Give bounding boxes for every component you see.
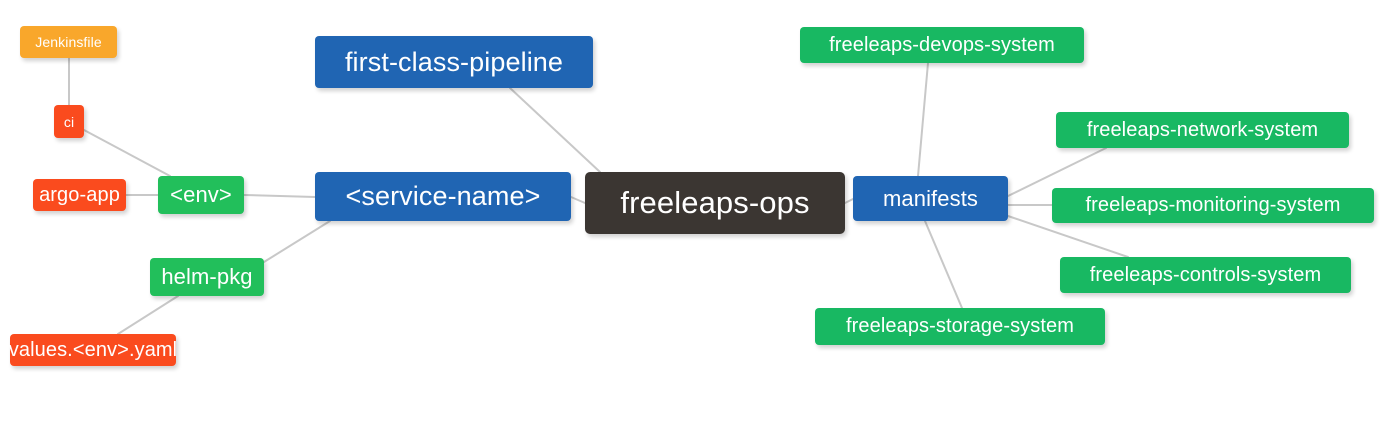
mindmap-node-service[interactable]: <service-name>: [315, 172, 571, 221]
mindmap-node-argoapp[interactable]: argo-app: [33, 179, 126, 211]
edge-root-to-service: [570, 196, 586, 204]
edge-root-to-pipeline: [509, 87, 601, 173]
edge-env-to-ci: [83, 129, 171, 177]
mindmap-node-manifests[interactable]: manifests: [853, 176, 1008, 221]
mindmap-node-controls[interactable]: freeleaps-controls-system: [1060, 257, 1351, 293]
mindmap-node-root[interactable]: freeleaps-ops: [585, 172, 845, 234]
edge-service-to-helm: [263, 220, 331, 263]
mindmap-node-ci[interactable]: ci: [54, 105, 84, 138]
mindmap-node-storage[interactable]: freeleaps-storage-system: [815, 308, 1105, 345]
mindmap-node-network[interactable]: freeleaps-network-system: [1056, 112, 1349, 148]
mindmap-node-pipeline[interactable]: first-class-pipeline: [315, 36, 593, 88]
edge-helm-to-values: [117, 295, 179, 335]
mindmap-node-helm[interactable]: helm-pkg: [150, 258, 264, 296]
mindmap-node-monitoring[interactable]: freeleaps-monitoring-system: [1052, 188, 1374, 223]
edge-manifests-to-devops: [917, 62, 929, 177]
edge-root-to-manifests: [844, 198, 854, 204]
mindmap-node-jenkinsfile[interactable]: Jenkinsfile: [20, 26, 117, 58]
edge-manifests-to-storage: [924, 220, 963, 309]
edge-service-to-env: [243, 194, 316, 198]
mindmap-node-devops[interactable]: freeleaps-devops-system: [800, 27, 1084, 63]
mindmap-node-values[interactable]: values.<env>.yaml: [9, 334, 177, 366]
mindmap-node-env[interactable]: <env>: [158, 176, 244, 214]
